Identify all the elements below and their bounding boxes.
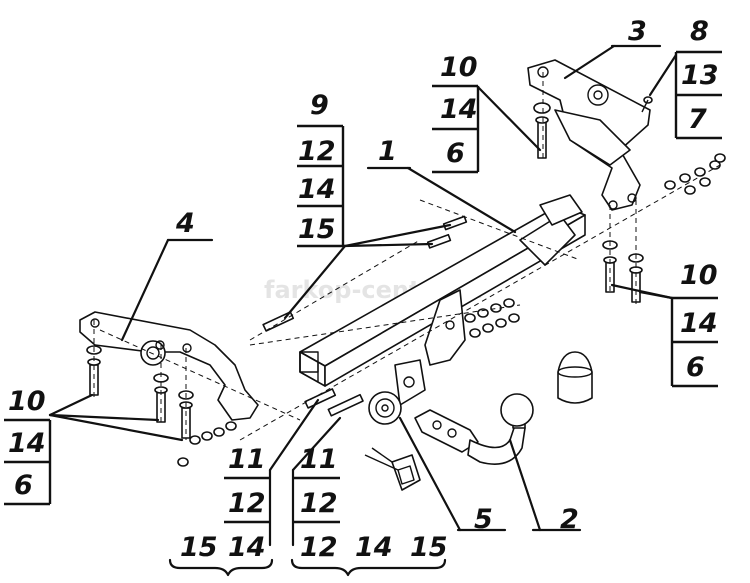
mount-plate-part: [394, 289, 466, 406]
stack-label: 12: [228, 488, 266, 519]
bottom-label: 15: [410, 532, 448, 563]
nuts-center-chain: [464, 298, 520, 338]
stack-label: 14: [440, 94, 478, 125]
towball-part: [414, 393, 534, 465]
callout-5: 5: [474, 504, 493, 535]
stack-label: 12: [298, 136, 336, 167]
stack-label: 10: [440, 52, 478, 83]
nuts-left-chain: [177, 421, 237, 467]
stack-label: 15: [298, 214, 336, 245]
stack-label: 13: [681, 60, 719, 91]
assembly-axes: [93, 72, 721, 441]
stack-label: 8: [690, 16, 709, 47]
leader-lines: [48, 44, 678, 577]
callout-2: 2: [560, 504, 579, 535]
stack-11-12-14: 11 12 14: [224, 444, 270, 563]
stack-label: 14: [228, 532, 266, 563]
stack-label: 7: [688, 104, 707, 135]
callout-4: 4: [175, 208, 195, 239]
bolt-top-right: [533, 96, 653, 159]
left-bracket-part: [79, 311, 259, 421]
stack-9-12-14-15: 9 12 14 15: [297, 90, 345, 248]
callout-3: 3: [628, 16, 647, 47]
right-bracket-part: [527, 59, 651, 211]
stack-label: 10: [8, 386, 46, 417]
stack-11-12-12: 11 12 12: [293, 444, 340, 563]
stack-10-14-6-left: 10 14 6: [4, 386, 52, 506]
stack-8-13-7: 8 13 7: [674, 16, 722, 140]
bolts-group: [86, 96, 726, 467]
stack-label: 6: [446, 138, 465, 169]
stack-label: 14: [298, 174, 336, 205]
ball-cap-part: [557, 351, 593, 404]
stack-label: 10: [680, 260, 718, 291]
stack-label: 12: [300, 488, 338, 519]
bottom-label: 15: [180, 532, 218, 563]
nuts-right-chain: [664, 153, 726, 195]
stack-label: 9: [310, 90, 329, 121]
stack-label: 11: [300, 444, 338, 475]
stack-label: 14: [680, 308, 718, 339]
bottom-labels: 15 14 15: [180, 532, 448, 563]
callout-labels: 1 2 3 4 5: [175, 16, 647, 535]
stack-label: 6: [14, 470, 33, 501]
stack-label: 14: [8, 428, 46, 459]
stack-10-14-6-right: 10 14 6: [670, 260, 718, 388]
socket-part: [364, 391, 421, 491]
stack-label: 11: [228, 444, 266, 475]
stack-label: 12: [300, 532, 338, 563]
bolt-right-lower: [602, 240, 644, 303]
bottom-label: 14: [355, 532, 393, 563]
stack-10-14-6-top: 10 14 6: [432, 52, 480, 174]
callout-1: 1: [378, 136, 397, 167]
stack-label: 6: [686, 352, 705, 383]
